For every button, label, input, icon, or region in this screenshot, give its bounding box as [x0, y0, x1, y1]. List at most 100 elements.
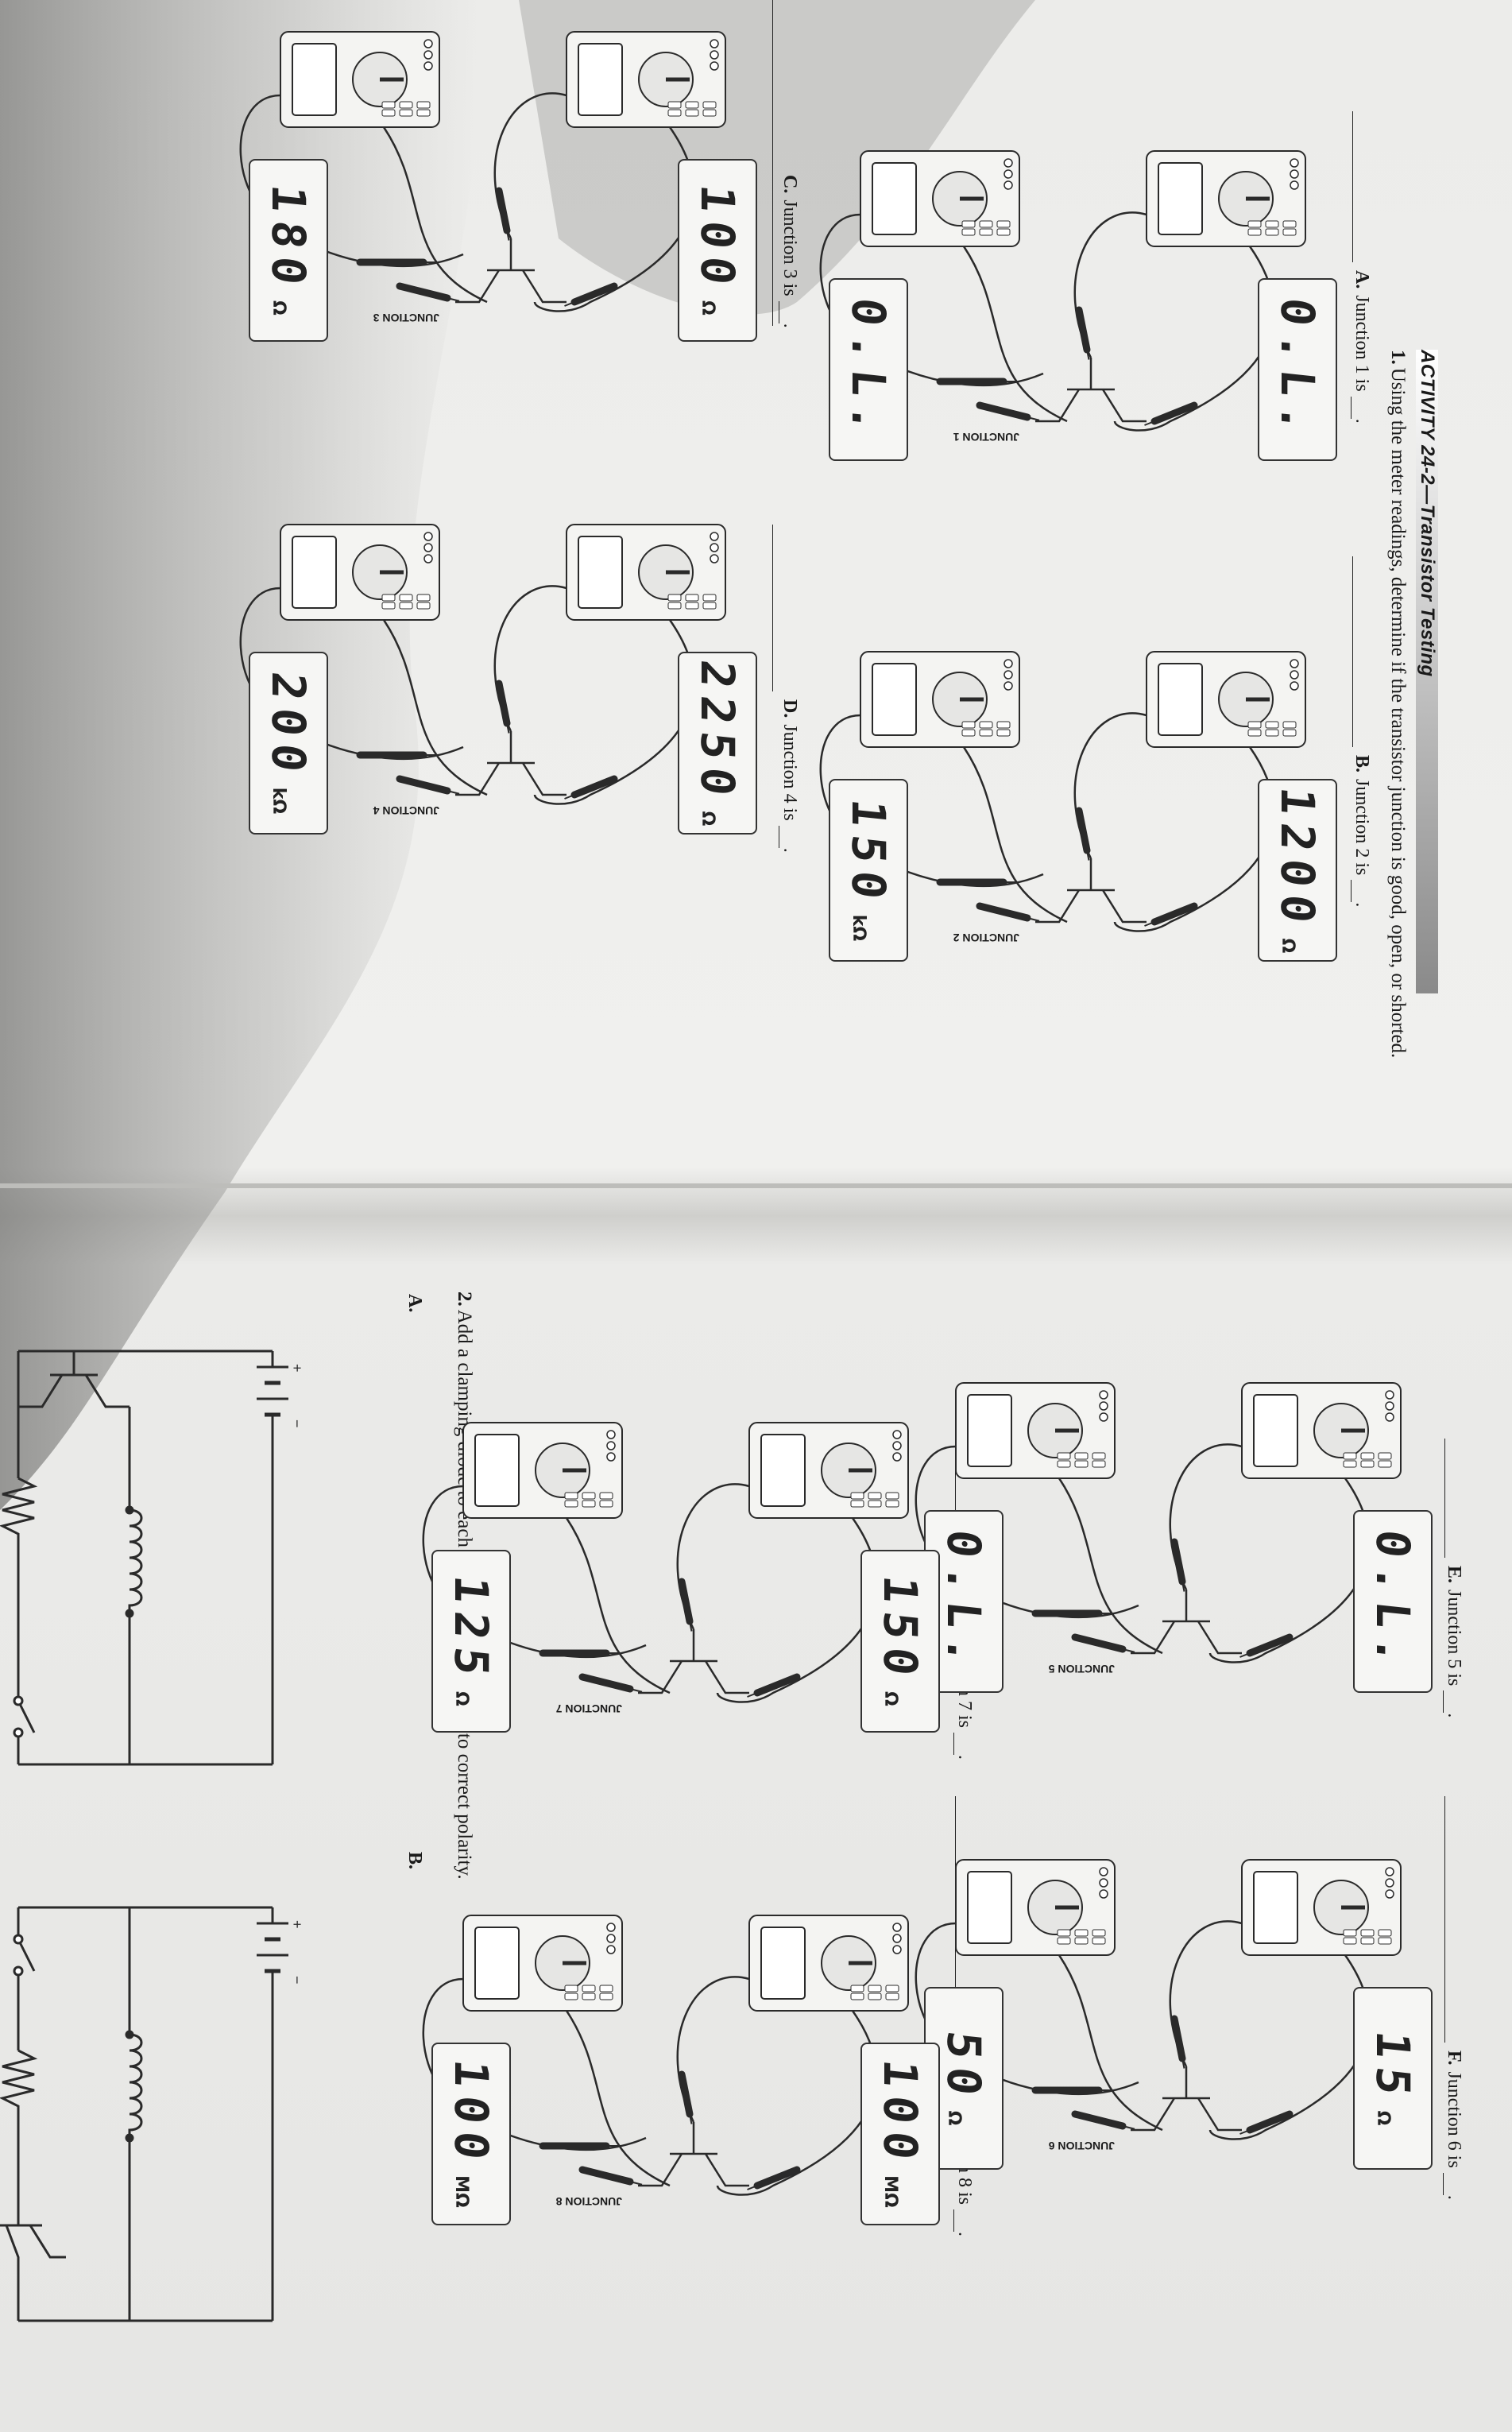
- activity-title: ACTIVITY 24-2—Transistor Testing: [1417, 350, 1438, 677]
- test-probe-h-2: [678, 2070, 694, 2124]
- multimeter-g-2: [462, 1422, 623, 1519]
- meter-reading-value: 100: [873, 2057, 927, 2171]
- test-probe-b-2: [1075, 807, 1091, 861]
- answer-blank-a[interactable]: [1351, 396, 1369, 419]
- meter-reading-value: 1200: [1270, 784, 1324, 934]
- meter-reading-value: 150: [873, 1573, 927, 1687]
- junction-tag-c: JUNCTION 3: [373, 312, 439, 324]
- junction-panel-art-e: JUNCTION 5: [915, 1382, 1402, 1675]
- question-1: 1. Using the meter readings, determine i…: [1386, 350, 1409, 1058]
- test-probe-c-2: [495, 187, 511, 241]
- junction-tag-f: JUNCTION 6: [1049, 2140, 1115, 2152]
- junction-panel-art-a: JUNCTION 1: [819, 150, 1306, 443]
- junction-panel-a: JUNCTION 1 0.L. 0.L.: [781, 119, 1353, 612]
- test-probe-g-1: [747, 1673, 801, 1698]
- junction-tag-h: JUNCTION 8: [556, 2195, 622, 2208]
- test-probe-b-1: [1144, 902, 1198, 927]
- junction-panel-art-f: JUNCTION 6: [915, 1859, 1402, 2152]
- item-b-label: B.Junction 2 is.: [1351, 755, 1372, 908]
- test-probe-g-2: [678, 1578, 694, 1632]
- transistor-symbol-g: [638, 1629, 749, 1694]
- circuit-a-label: A.: [404, 1294, 425, 1313]
- test-probe-a-3: [976, 401, 1040, 421]
- meter-reading-unit: Ω: [698, 811, 718, 827]
- test-probe-f-2: [1170, 2015, 1186, 2069]
- junction-panel-art-c: JUNCTION 3: [239, 31, 726, 324]
- junction-tag-b: JUNCTION 2: [953, 931, 1019, 944]
- transistor-symbol-a: [1035, 358, 1147, 423]
- meter-reading-unit: Ω: [1278, 938, 1298, 954]
- test-probe-b-3: [976, 902, 1040, 922]
- question-1-text: Using the meter readings, determine if t…: [1387, 367, 1409, 1059]
- meter-reading-unit: Ω: [451, 1691, 472, 1706]
- meter-display-a-1: 0.L.: [1258, 278, 1337, 461]
- test-probe-g-3: [578, 1673, 643, 1693]
- test-probe-e-2: [1170, 1538, 1186, 1592]
- meter-reading-unit: Ω: [1373, 2110, 1394, 2126]
- test-probe-a-2: [1075, 306, 1091, 360]
- item-a-label: A.Junction 1 is.: [1351, 270, 1372, 424]
- test-probe-a-1: [1144, 401, 1198, 426]
- test-probe-d-1: [564, 775, 618, 800]
- answer-blank-b[interactable]: [1351, 880, 1369, 903]
- junction-tag-a: JUNCTION 1: [953, 431, 1019, 443]
- junction-tag-g: JUNCTION 7: [556, 1702, 622, 1715]
- junction-panel-art-g: JUNCTION 7: [422, 1422, 909, 1715]
- test-probe-c-3: [396, 282, 460, 302]
- multimeter-d-1: [566, 524, 726, 621]
- multimeter-a-2: [860, 150, 1020, 247]
- test-probe-e-1: [1239, 1633, 1294, 1658]
- multimeter-b-2: [860, 651, 1020, 748]
- multimeter-e-1: [1241, 1382, 1402, 1479]
- transistor-symbol-b: [1035, 858, 1147, 924]
- test-probe-d-3: [396, 775, 460, 795]
- question-2-number: 2.: [454, 1292, 475, 1307]
- meter-reading-value: 2250: [690, 657, 744, 807]
- transistor-symbol-f: [1131, 2066, 1242, 2132]
- multimeter-d-2: [280, 524, 440, 621]
- multimeter-a-1: [1146, 150, 1306, 247]
- test-lead-e-3: [1058, 1477, 1163, 1655]
- meter-reading-value: 100: [690, 182, 744, 296]
- multimeter-g-1: [748, 1422, 909, 1519]
- meter-reading-value: 0.L.: [1366, 1527, 1420, 1676]
- meter-display-e-1: 0.L.: [1353, 1510, 1433, 1693]
- meter-reading-unit: kΩ: [269, 787, 289, 815]
- circuit-a-battery-minus: −: [289, 1419, 305, 1428]
- multimeter-e-2: [955, 1382, 1116, 1479]
- junction-tag-d: JUNCTION 4: [373, 804, 439, 817]
- circuit-b-diagram: [0, 1906, 288, 2322]
- transistor-symbol-d: [455, 731, 567, 796]
- test-lead-a-3: [962, 246, 1068, 423]
- multimeter-h-1: [748, 1915, 909, 2012]
- test-probe-e-3: [1071, 1633, 1135, 1653]
- question-1-number: 1.: [1387, 350, 1409, 365]
- test-lead-f-3: [1058, 1954, 1163, 2132]
- meter-reading-value: 150: [841, 796, 895, 910]
- meter-reading-value: 0.L.: [841, 295, 895, 444]
- test-probe-h-1: [747, 2166, 801, 2190]
- meter-reading-value: 100: [444, 2057, 498, 2171]
- test-lead-h-3: [565, 2010, 671, 2187]
- multimeter-f-1: [1241, 1859, 1402, 1956]
- transistor-symbol-c: [455, 238, 567, 304]
- test-probe-f-3: [1071, 2110, 1135, 2130]
- multimeter-b-1: [1146, 651, 1306, 748]
- test-probe-d-2: [495, 680, 511, 734]
- circuit-b-battery-minus: −: [289, 1976, 305, 1985]
